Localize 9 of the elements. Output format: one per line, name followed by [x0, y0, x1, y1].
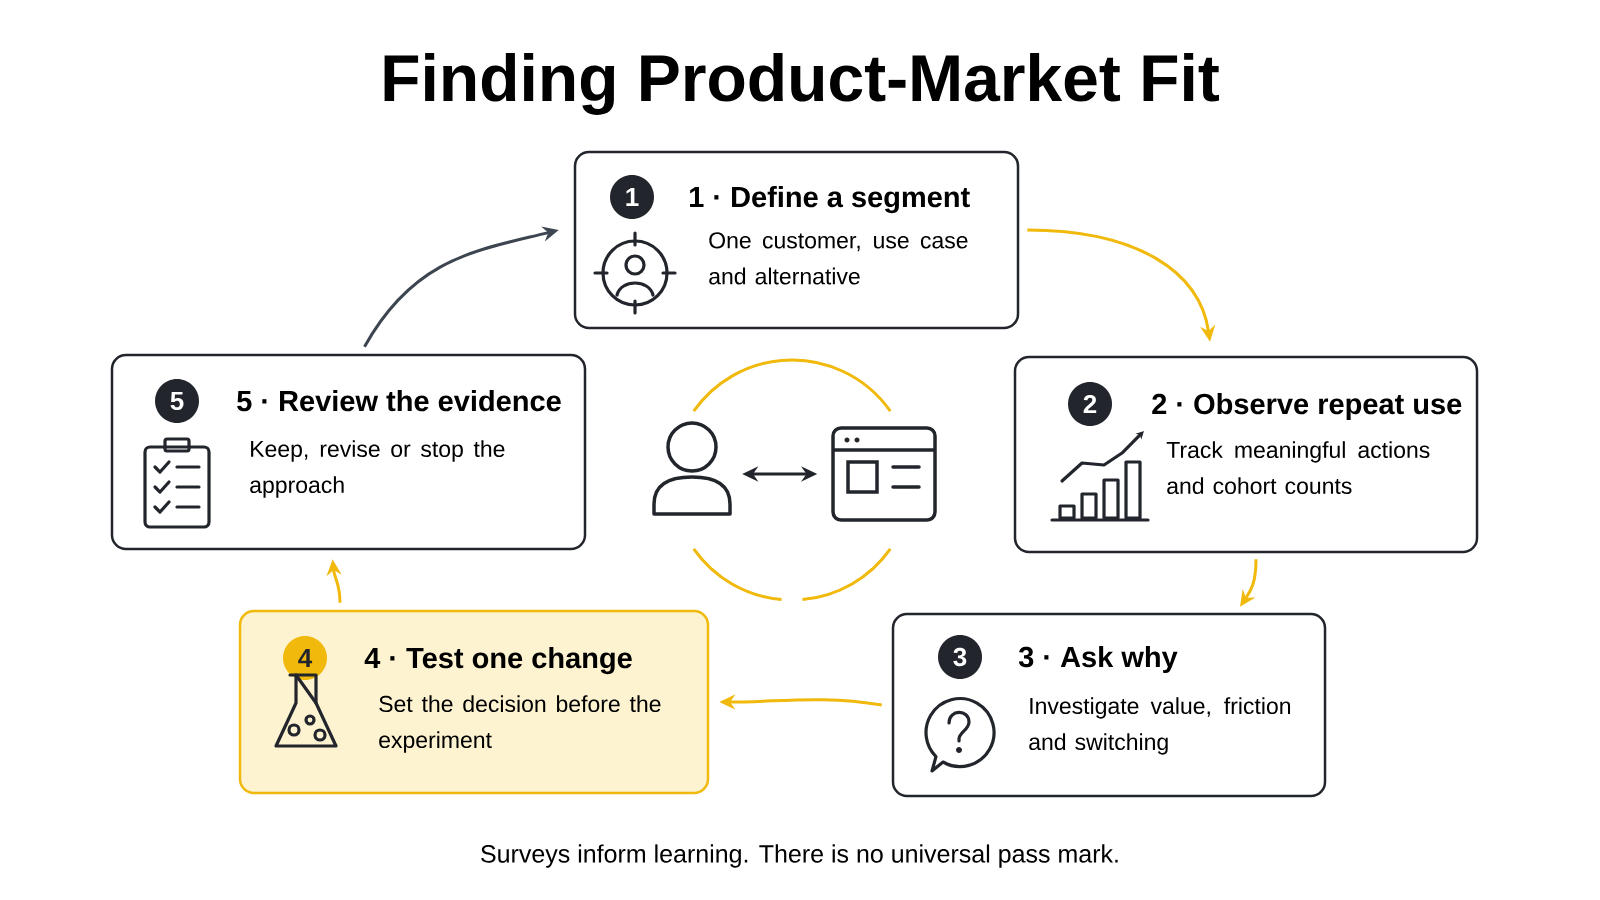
number-badge: 1	[610, 175, 654, 219]
number-badge: 2	[1068, 382, 1112, 426]
number-badge: 4	[283, 636, 327, 680]
caption: Surveys inform learning. There is no universal pass mark.	[481, 844, 1118, 868]
number-badge: 5	[155, 379, 199, 423]
number-badge: 3	[938, 635, 982, 679]
title: Finding Product-Market Fit	[384, 53, 1220, 115]
browser-window-icon	[831, 426, 937, 522]
person-icon	[652, 421, 732, 516]
